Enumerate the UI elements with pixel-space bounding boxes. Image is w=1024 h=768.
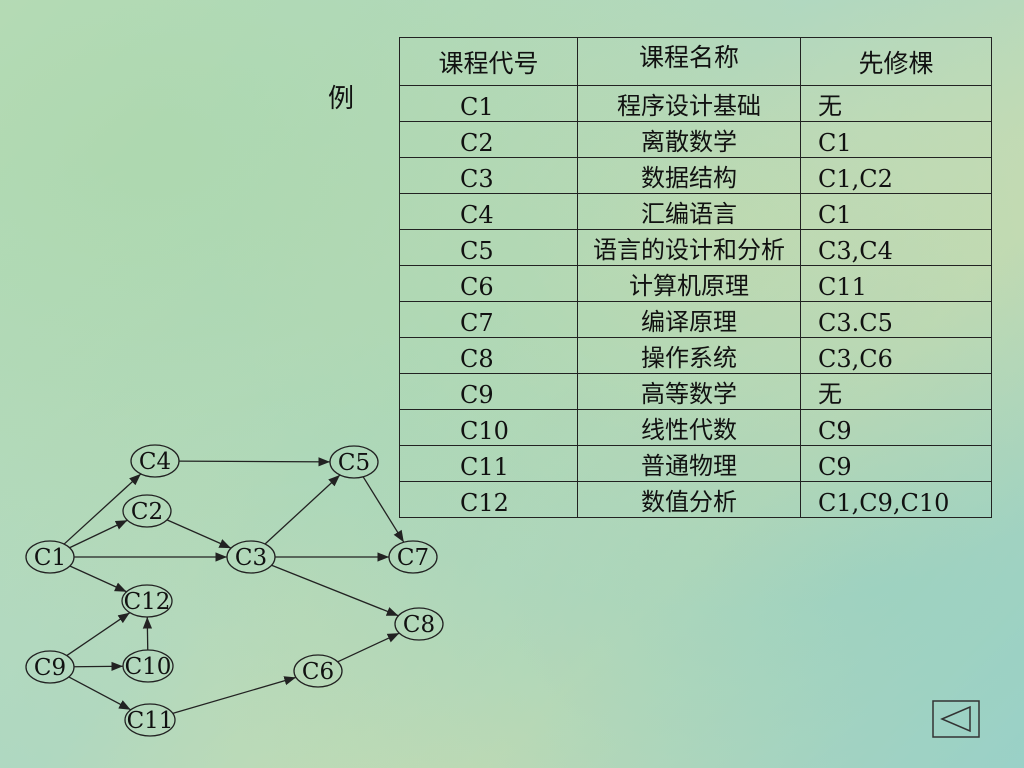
node-ellipse — [25, 540, 75, 574]
node-label: C8 — [403, 612, 435, 638]
node-c4: C4 — [130, 444, 180, 478]
node-c8: C8 — [394, 607, 444, 641]
prerequisite-cell: C11 — [800, 265, 992, 302]
edge-c1-c12 — [69, 565, 127, 593]
prerequisite-cell: C3.C5 — [800, 301, 992, 338]
node-label: C3 — [235, 545, 267, 571]
node-ellipse — [124, 703, 176, 737]
course-name-cell: 汇编语言 — [577, 193, 801, 230]
course-name-cell: 离散数学 — [577, 121, 801, 158]
node-c3: C3 — [226, 540, 276, 574]
edge-c10-c12 — [142, 616, 153, 651]
node-label: C1 — [34, 545, 66, 571]
header-prerequisite: 先修棵 — [800, 37, 992, 86]
prerequisite-cell: C3,C4 — [800, 229, 992, 266]
node-ellipse — [121, 584, 173, 618]
node-label: C10 — [125, 654, 172, 680]
node-label: C12 — [124, 589, 171, 615]
node-c12: C12 — [121, 584, 173, 618]
edge-c4-c5 — [178, 457, 331, 467]
node-label: C11 — [127, 708, 174, 734]
course-code-cell: C6 — [399, 265, 578, 302]
node-ellipse — [122, 649, 174, 683]
node-c10: C10 — [122, 649, 174, 683]
prerequisite-cell: C1 — [800, 121, 992, 158]
course-code-cell: C7 — [399, 301, 578, 338]
node-ellipse — [388, 540, 438, 574]
course-code-cell: C9 — [399, 373, 578, 410]
node-label: C9 — [34, 655, 66, 681]
edge-c9-c11 — [68, 676, 132, 711]
node-c11: C11 — [124, 703, 176, 737]
course-code-cell: C3 — [399, 157, 578, 194]
node-ellipse — [25, 650, 75, 684]
prerequisite-cell: 无 — [800, 373, 992, 410]
back-button[interactable] — [932, 700, 980, 738]
course-name-cell: 计算机原理 — [577, 265, 801, 302]
edge-c9-c10 — [73, 661, 124, 672]
node-ellipse — [329, 445, 379, 479]
prerequisite-cell: C1,C9,C10 — [800, 481, 992, 518]
node-c5: C5 — [329, 445, 379, 479]
prerequisite-cell: C9 — [800, 409, 992, 446]
prerequisite-cell: C3,C6 — [800, 337, 992, 374]
node-c1: C1 — [25, 540, 75, 574]
course-name-cell: 程序设计基础 — [577, 85, 801, 122]
node-label: C6 — [302, 659, 334, 685]
node-ellipse — [226, 540, 276, 574]
example-label: 例 — [328, 84, 355, 114]
edge-c5-c7 — [362, 476, 405, 543]
node-ellipse — [394, 607, 444, 641]
header-course-code: 课程代号 — [399, 37, 578, 86]
node-c9: C9 — [25, 650, 75, 684]
node-c6: C6 — [293, 654, 343, 688]
course-code-cell: C12 — [399, 481, 578, 518]
course-code-cell: C10 — [399, 409, 578, 446]
back-button-frame — [932, 700, 980, 738]
edge-c1-c4 — [63, 473, 142, 545]
node-label: C4 — [139, 449, 171, 475]
triangle-left-icon — [940, 705, 971, 733]
course-name-cell: 操作系统 — [577, 337, 801, 374]
course-code-cell: C5 — [399, 229, 578, 266]
edge-c11-c6 — [172, 676, 297, 714]
course-name-cell: 编译原理 — [577, 301, 801, 338]
node-ellipse — [130, 444, 180, 478]
course-name-cell: 数据结构 — [577, 157, 801, 194]
edge-c2-c3 — [166, 519, 232, 549]
edge-c3-c5 — [264, 474, 341, 545]
node-label: C2 — [131, 499, 163, 525]
node-ellipse — [122, 494, 172, 528]
node-label: C5 — [338, 450, 370, 476]
node-label: C7 — [397, 545, 429, 571]
course-code-cell: C1 — [399, 85, 578, 122]
edge-c3-c8 — [271, 564, 399, 617]
node-c2: C2 — [122, 494, 172, 528]
course-name-cell: 高等数学 — [577, 373, 801, 410]
edge-c6-c8 — [337, 632, 400, 663]
node-c7: C7 — [388, 540, 438, 574]
course-name-cell: 数值分析 — [577, 481, 801, 518]
edge-c1-c2 — [69, 519, 128, 549]
course-code-cell: C8 — [399, 337, 578, 374]
prerequisite-cell: C1,C2 — [800, 157, 992, 194]
edge-c9-c12 — [66, 612, 131, 657]
prerequisite-cell: 无 — [800, 85, 992, 122]
node-ellipse — [293, 654, 343, 688]
course-name-cell: 语言的设计和分析 — [577, 229, 801, 266]
course-name-cell: 线性代数 — [577, 409, 801, 446]
